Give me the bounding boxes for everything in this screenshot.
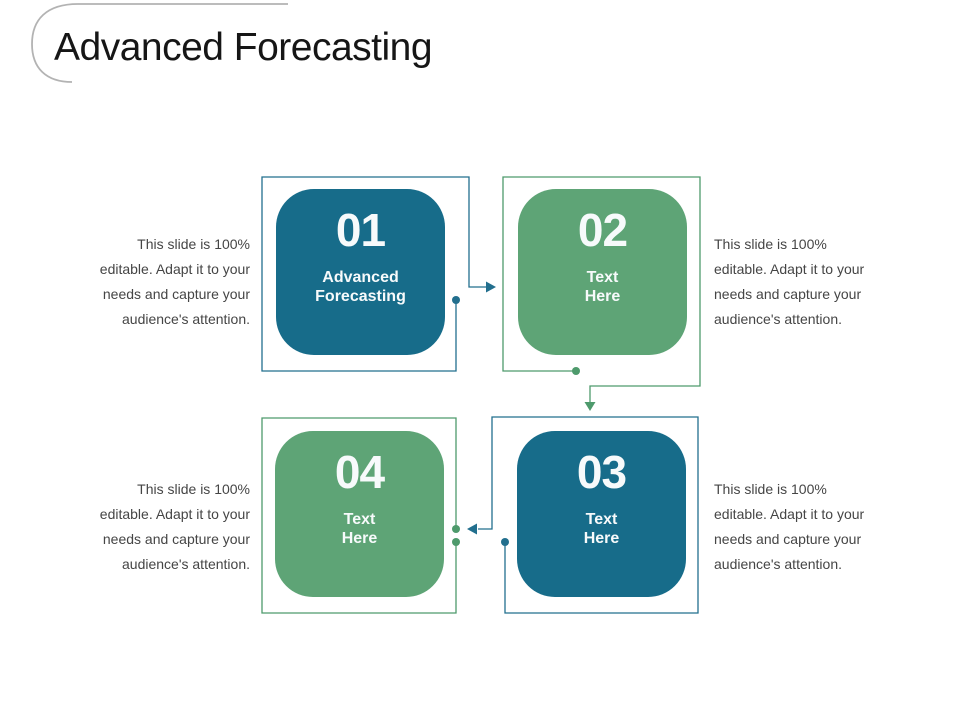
connector-dot bbox=[501, 538, 509, 546]
connector-dot bbox=[452, 525, 460, 533]
step-box-01[interactable]: 01 Advanced Forecasting bbox=[276, 189, 445, 355]
step-number: 01 bbox=[335, 204, 386, 256]
arrow-left-icon bbox=[467, 523, 477, 535]
connector-dot bbox=[572, 367, 580, 375]
arrow-right-icon bbox=[486, 281, 496, 293]
editable-note-bottom-right[interactable]: This slide is 100% editable. Adapt it to… bbox=[714, 481, 865, 572]
editable-note-top-right[interactable]: This slide is 100% editable. Adapt it to… bbox=[714, 236, 865, 327]
step-number: 04 bbox=[334, 446, 385, 498]
editable-note-bottom-left[interactable]: This slide is 100% editable. Adapt it to… bbox=[99, 481, 250, 572]
step-number: 03 bbox=[576, 446, 627, 498]
editable-note-top-left[interactable]: This slide is 100% editable. Adapt it to… bbox=[99, 236, 250, 327]
connector-dot bbox=[452, 538, 460, 546]
arrow-down-icon bbox=[584, 402, 596, 411]
step-label: Text Here bbox=[341, 511, 378, 547]
step-box-02[interactable]: 02 Text Here bbox=[518, 189, 687, 355]
connector-dot bbox=[452, 296, 460, 304]
step-label: Text Here bbox=[584, 269, 621, 305]
step-box-04[interactable]: 04 Text Here bbox=[275, 431, 444, 597]
step-box-03[interactable]: 03 Text Here bbox=[517, 431, 686, 597]
page-title[interactable]: Advanced Forecasting bbox=[54, 26, 433, 69]
step-number: 02 bbox=[577, 204, 628, 256]
step-label: Advanced Forecasting bbox=[315, 269, 406, 305]
step-label: Text Here bbox=[583, 511, 620, 547]
